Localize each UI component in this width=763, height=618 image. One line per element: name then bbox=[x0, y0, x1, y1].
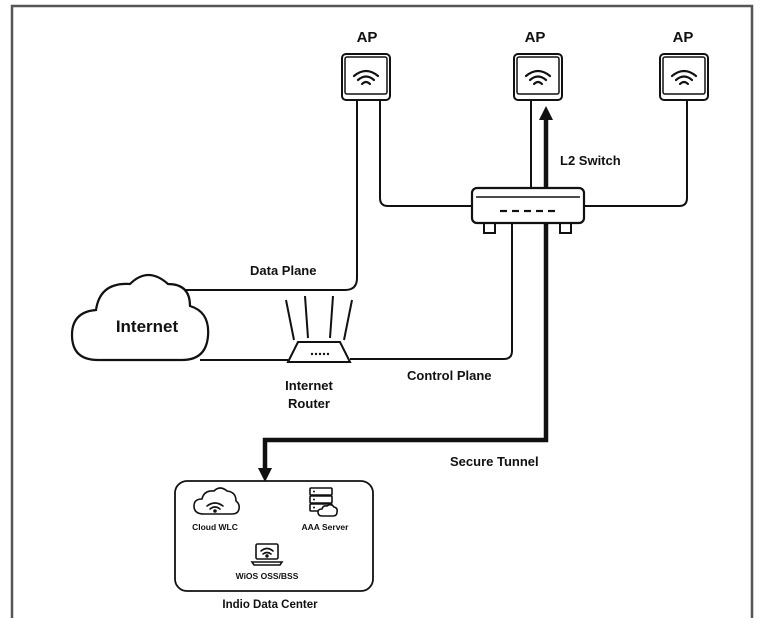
wifi-icon bbox=[352, 69, 380, 86]
laptop-wifi-icon bbox=[250, 543, 284, 566]
ap-right bbox=[659, 53, 709, 101]
network-switch-icon bbox=[470, 186, 586, 234]
aaa-server-label: AAA Server bbox=[302, 522, 350, 532]
wifi-icon bbox=[670, 69, 698, 86]
router-label-line1: Internet bbox=[285, 378, 333, 393]
ap-label-left: AP bbox=[357, 29, 378, 46]
secure-tunnel-label: Secure Tunnel bbox=[450, 454, 539, 469]
link-ap-left-switch bbox=[379, 100, 472, 207]
data-plane-label: Data Plane bbox=[250, 263, 316, 278]
secure-tunnel-arrow-up bbox=[539, 106, 553, 120]
ap-middle bbox=[513, 53, 563, 101]
secure-tunnel-arrow-down bbox=[258, 468, 272, 482]
ap-label-middle: AP bbox=[525, 29, 546, 46]
data-plane-line bbox=[180, 100, 358, 291]
ap-left bbox=[341, 53, 391, 101]
server-stack-icon bbox=[309, 487, 338, 517]
wireless-router-icon bbox=[285, 295, 353, 363]
cloud-wlc-label: Cloud WLC bbox=[192, 522, 238, 532]
wios-oss-bss-label: WiOS OSS/BSS bbox=[236, 571, 299, 581]
control-plane-line bbox=[350, 224, 513, 360]
cloud-wifi-icon bbox=[193, 487, 240, 515]
data-center-label: Indio Data Center bbox=[222, 599, 318, 611]
secure-tunnel-line bbox=[262, 118, 549, 472]
wifi-icon bbox=[524, 69, 552, 86]
internet-label: Internet bbox=[116, 317, 179, 336]
router-label-line2: Router bbox=[288, 396, 330, 411]
outer-frame bbox=[10, 4, 754, 618]
ap-label-right: AP bbox=[673, 29, 694, 46]
link-ap-right-switch bbox=[584, 100, 688, 207]
cloud-icon bbox=[70, 273, 210, 362]
control-plane-label: Control Plane bbox=[407, 368, 492, 383]
l2-switch-label: L2 Switch bbox=[560, 153, 621, 168]
